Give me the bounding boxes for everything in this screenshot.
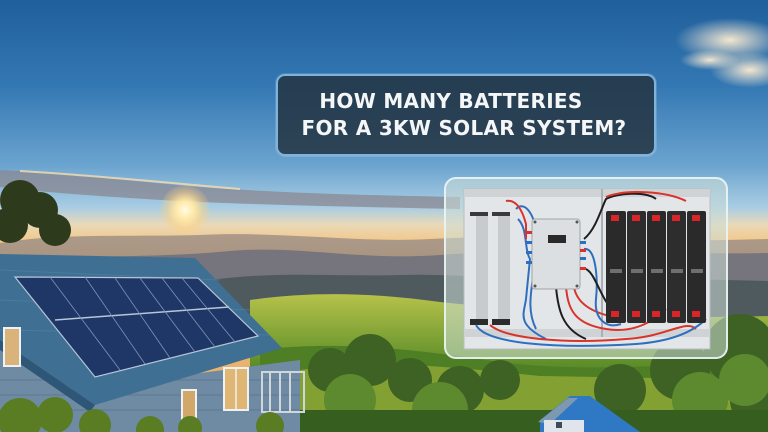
title-banner: HOW MANY BATTERIES FOR A 3KW SOLAR SYSTE… bbox=[276, 74, 656, 156]
battery-panel-illustration bbox=[444, 177, 728, 359]
title-line-1: HOW MANY BATTERIES bbox=[319, 89, 583, 113]
inverter-box bbox=[526, 218, 586, 290]
sunset-clouds bbox=[0, 170, 460, 209]
title-line-2: FOR A 3KW SOLAR SYSTEM? bbox=[301, 116, 627, 140]
eucalyptus-tree bbox=[0, 180, 71, 246]
cloud bbox=[675, 18, 768, 88]
solar-array bbox=[13, 276, 260, 378]
sun bbox=[160, 185, 210, 235]
battery-modules bbox=[606, 211, 706, 323]
cylinder-cells bbox=[470, 212, 510, 325]
battery-bank-diagram bbox=[463, 188, 711, 350]
distant-house bbox=[538, 396, 640, 432]
house-with-solar-panels bbox=[0, 254, 305, 432]
